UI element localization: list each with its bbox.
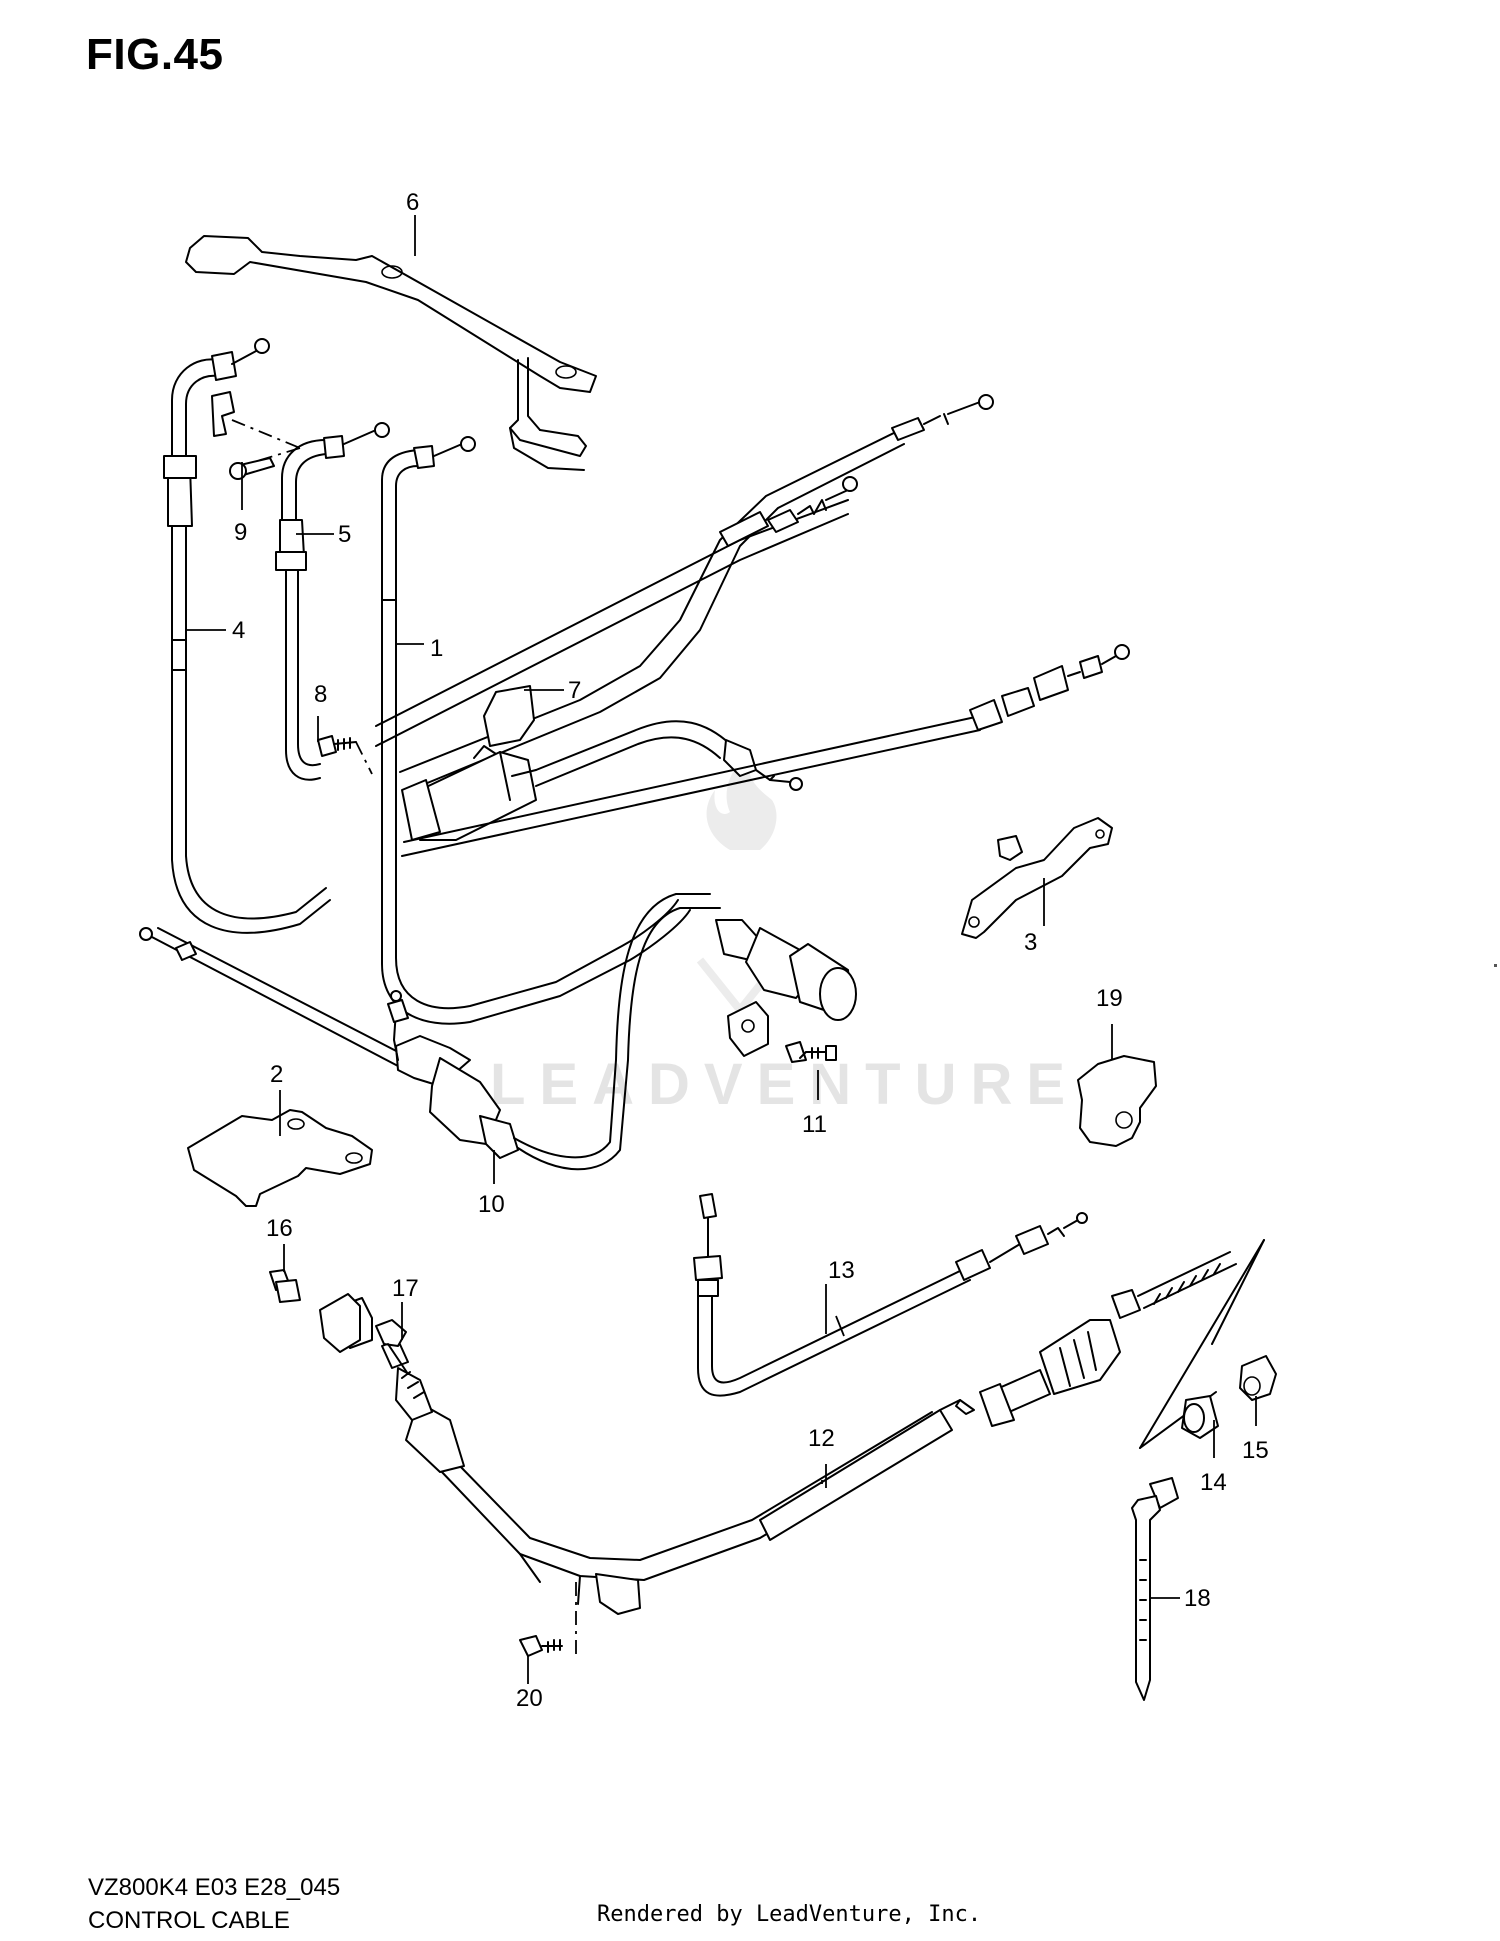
callout-20: 20 <box>516 1685 543 1712</box>
callout-7: 7 <box>568 677 581 704</box>
rendered-by-credit: Rendered by LeadVenture, Inc. <box>597 1902 982 1927</box>
callout-13: 13 <box>828 1257 855 1284</box>
part-6-bracket <box>185 235 597 471</box>
callout-2: 2 <box>270 1061 283 1088</box>
throttle-cables <box>375 394 994 787</box>
part-13-cable <box>693 1193 1088 1397</box>
choke-knob <box>715 919 857 1057</box>
callout-8: 8 <box>314 681 327 708</box>
callout-19: 19 <box>1096 985 1123 1012</box>
callout-16: 16 <box>266 1215 293 1242</box>
callout-6: 6 <box>406 189 419 216</box>
callout-18: 18 <box>1184 1585 1211 1612</box>
callout-9: 9 <box>234 519 247 546</box>
part-5-cable <box>275 422 390 781</box>
figure-title: FIG.45 <box>86 30 224 79</box>
diagram-code: VZ800K4 E03 E28_045 <box>88 1874 341 1901</box>
edge-mark <box>1494 964 1497 967</box>
part-7-holder <box>401 685 803 841</box>
diagram-name: CONTROL CABLE <box>88 1907 290 1934</box>
part-1-cable <box>381 436 691 1025</box>
callout-14: 14 <box>1200 1469 1227 1496</box>
part-12-cable <box>335 1251 1237 1615</box>
part-4-cable <box>163 338 331 934</box>
part-2-bracket <box>187 1109 373 1207</box>
part-16-bolt <box>269 1269 301 1303</box>
callout-5: 5 <box>338 521 351 548</box>
callout-3: 3 <box>1024 929 1037 956</box>
part-19-bracket <box>1077 1055 1157 1147</box>
part-9-clip-area <box>211 391 301 480</box>
part-8-screw <box>317 735 373 775</box>
watermark-text: LEADVENTURE <box>490 1052 1079 1117</box>
callout-numbers: 1 2 3 4 5 6 7 8 9 10 11 12 13 14 15 16 1… <box>232 189 1269 1712</box>
part-11-screw <box>785 1041 837 1063</box>
part-20-bolt <box>519 1582 577 1657</box>
leader-lines <box>186 215 1257 1684</box>
clutch-cable-upper <box>401 644 1130 857</box>
part-14-15-area <box>1139 1239 1277 1449</box>
callout-17: 17 <box>392 1275 419 1302</box>
part-10-cable <box>139 893 721 1171</box>
callout-11: 11 <box>802 1111 827 1138</box>
callout-4: 4 <box>232 617 245 644</box>
part-3-bracket <box>961 817 1113 939</box>
part-18-strap <box>1131 1477 1179 1701</box>
callout-10: 10 <box>478 1191 505 1218</box>
callout-1: 1 <box>430 635 443 662</box>
part-17-holder <box>319 1293 409 1375</box>
callout-15: 15 <box>1242 1437 1269 1464</box>
callout-12: 12 <box>808 1425 835 1452</box>
